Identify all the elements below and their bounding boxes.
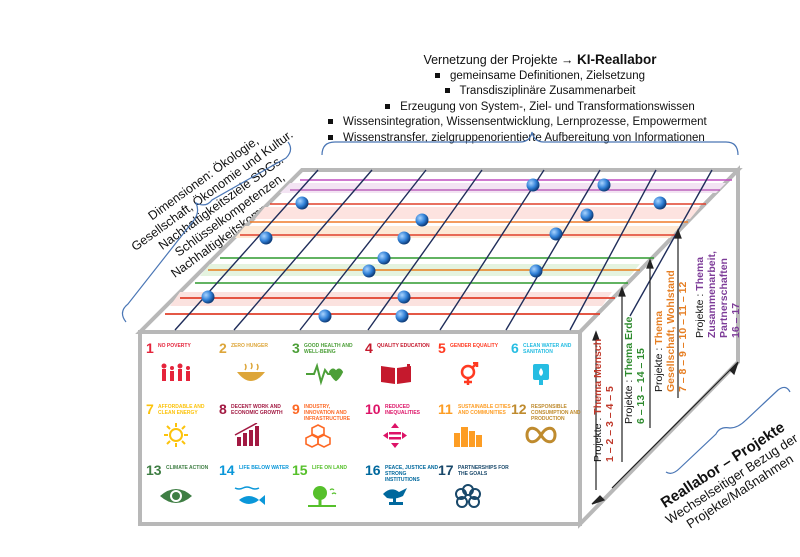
bullet-icon	[385, 103, 391, 109]
sdg-label: No poverty	[158, 343, 191, 349]
node	[362, 264, 376, 278]
node	[580, 208, 594, 222]
theme-arrows	[591, 228, 739, 505]
theme-label-mensch: Projekte : Thema Mensch 1 – 2 – 3 – 4 – …	[592, 338, 616, 462]
sdg-label: Climate action	[166, 465, 209, 471]
sdg-number: 12	[511, 401, 527, 417]
sdg-tile-4: 4 Quality education	[365, 340, 437, 390]
header-title: Vernetzung der Projekte → KI-Reallabor	[300, 52, 780, 69]
sdg-tile-13: 13 Climate action	[146, 462, 218, 512]
sdg-label: Clean water and sanitation	[523, 343, 572, 355]
sdg-tile-14: 14 Life below water	[219, 462, 291, 512]
node	[295, 196, 309, 210]
sdg-tile-1: 1 No poverty	[146, 340, 218, 390]
top-brace	[321, 131, 739, 156]
node	[397, 290, 411, 304]
header-bullet: gemeinsame Definitionen, Zielsetzung	[300, 69, 780, 85]
bullet-icon	[435, 72, 441, 78]
bullet-icon	[328, 119, 333, 125]
bottom-brace	[665, 386, 791, 474]
sdg-number: 7	[146, 401, 154, 417]
sdg-label: Peace, justice and strong institutions	[385, 465, 439, 483]
sdg-tile-10: 10 Reduced inequalities	[365, 401, 437, 451]
node	[395, 309, 409, 323]
sdg-number: 14	[219, 462, 235, 478]
sdg-label: Life on land	[312, 465, 347, 471]
sdg-number: 5	[438, 340, 446, 356]
sdg-tile-6: 6 Clean water and sanitation	[511, 340, 583, 390]
sdg-label: Partnerships for the goals	[458, 465, 509, 477]
band-orange	[235, 226, 680, 238]
sdg-number: 11	[438, 401, 453, 417]
sdg-label: Affordable and clean energy	[158, 404, 205, 416]
sdg-label: Responsible consumption and production	[531, 404, 581, 422]
sdg-label: Zero hunger	[231, 343, 268, 349]
sdg-number: 8	[219, 401, 227, 417]
node-group	[201, 178, 667, 323]
sdg-tile-5: 5 Gender equality	[438, 340, 510, 390]
header-bullet: Transdisziplinäre Zusammenarbeit	[300, 84, 780, 100]
node	[653, 196, 667, 210]
node	[597, 178, 611, 192]
sdg-label: Quality education	[377, 343, 430, 349]
header-title-prefix: Vernetzung der Projekte	[423, 53, 558, 67]
sdg-tile-17: 17 Partnerships for the goals	[438, 462, 510, 512]
bullet-icon	[328, 134, 333, 140]
sdg-tile-9: 9Industry, innovation and infrastructure	[292, 401, 364, 451]
sdg-number: 10	[365, 401, 381, 417]
node	[415, 213, 429, 227]
node	[397, 231, 411, 245]
sdg-tile-15: 15 Life on land	[292, 462, 364, 512]
left-brace	[121, 141, 292, 323]
sdg-label: Industry, innovation and infrastructure	[304, 404, 351, 422]
header-bullet: Wissensintegration, Wissensentwicklung, …	[300, 115, 780, 131]
node	[318, 309, 332, 323]
sdg-number: 2	[219, 340, 227, 356]
node	[529, 264, 543, 278]
sdg-number: 13	[146, 462, 162, 478]
header-block: Vernetzung der Projekte → KI-Reallabor g…	[300, 52, 780, 146]
sdg-tile-7: 7 Affordable and clean energy	[146, 401, 218, 451]
sdg-tile-12: 12Responsible consumption and production	[511, 401, 583, 451]
sdg-label: Sustainable cities and communities	[458, 404, 511, 416]
sdg-number: 9	[292, 401, 300, 417]
node	[526, 178, 540, 192]
sdg-label: Gender equality	[450, 343, 499, 349]
sdg-tile-16: 16Peace, justice and strong institutions	[365, 462, 438, 512]
diagonal-grid	[174, 169, 713, 331]
sdg-tile-2: 2 Zero hunger	[219, 340, 291, 390]
sdg-number: 16	[365, 462, 381, 478]
node	[549, 227, 563, 241]
header-bullet: Wissenstransfer, zielgruppenorientierte …	[300, 131, 780, 147]
sdg-tile-3: 3 Good health and well-being	[292, 340, 364, 390]
theme-label-partnerschaften: Projekte : Thema Zusammenarbeit, Partner…	[694, 251, 742, 338]
band-red-low	[170, 292, 612, 306]
sdg-tile-8: 8 Decent work and economic growth	[219, 401, 291, 451]
theme-label-gesellschaft: Projekte : Thema Gesellschaft, Wohlstand…	[653, 270, 689, 392]
sdg-number: 15	[292, 462, 308, 478]
sdg-label: Reduced inequalities	[385, 404, 421, 416]
bullet-icon	[444, 88, 450, 94]
header-bullet: Erzeugung von System-, Ziel- und Transfo…	[300, 100, 780, 116]
sdg-number: 3	[292, 340, 300, 356]
sdg-number: 17	[438, 462, 454, 478]
box-front-face	[138, 330, 582, 526]
header-title-bold: KI-Reallabor	[577, 52, 657, 67]
sdg-label: Life below water	[239, 465, 289, 471]
theme-label-erde: Projekte : Thema Erde 6 – 13 – 14 – 15	[623, 316, 647, 424]
sdg-label: Decent work and economic growth	[231, 404, 283, 416]
sdg-label: Good health and well-being	[304, 343, 353, 355]
sdg-number: 1	[146, 340, 154, 356]
sdg-number: 4	[365, 340, 373, 356]
sdg-tile-11: 11 Sustainable cities and communities	[438, 401, 511, 451]
node	[201, 290, 215, 304]
arrow-right-icon: →	[561, 53, 574, 67]
node	[377, 251, 391, 265]
sdg-number: 6	[511, 340, 519, 356]
node	[259, 231, 273, 245]
band-purple	[280, 183, 726, 193]
